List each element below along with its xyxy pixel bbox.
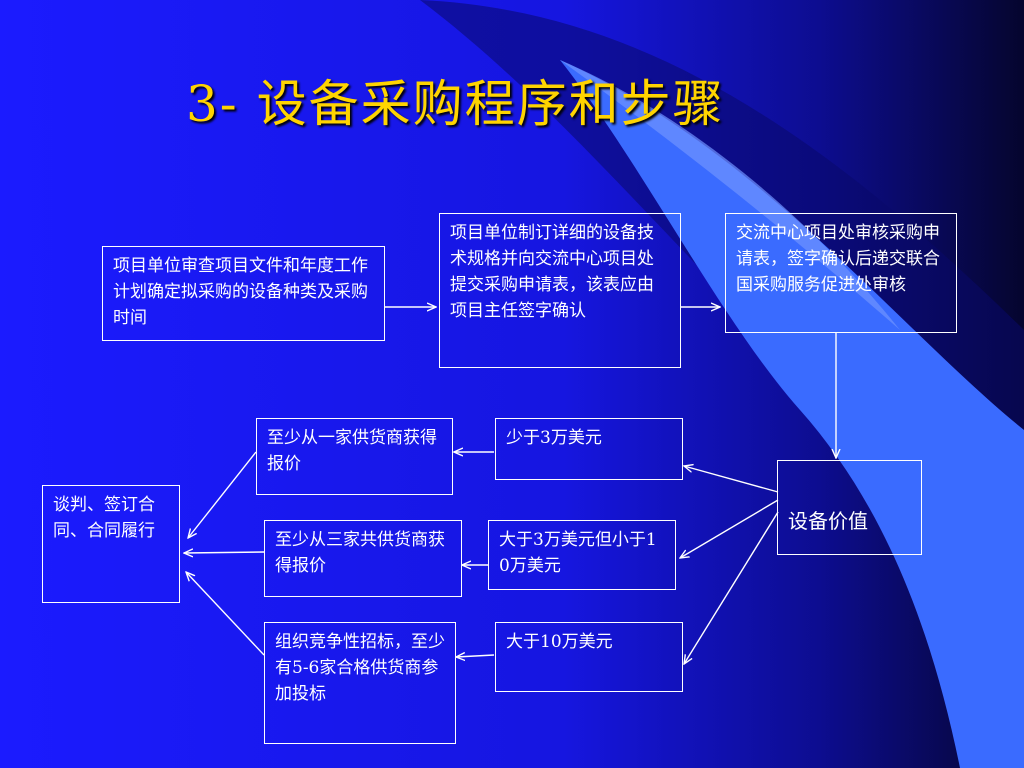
node-value-low: 少于3万美元 [495, 418, 683, 480]
swoosh-light-band [560, 60, 1024, 768]
node-quote-three-suppliers: 至少从三家共供货商获得报价 [264, 520, 462, 597]
node-competitive-tender: 组织竞争性招标，至少有5-6家合格供货商参加投标 [264, 622, 456, 744]
node-quote-one-supplier: 至少从一家供货商获得报价 [256, 418, 453, 495]
node-prepare-specs: 项目单位制订详细的设备技术规格并向交流中心项目处提交采购申请表，该表应由项目主任… [439, 213, 681, 368]
node-value-high: 大于10万美元 [495, 622, 683, 692]
slide-title: 3- 设备采购程序和步骤 [186, 75, 725, 133]
node-value-mid: 大于3万美元但小于10万美元 [488, 520, 676, 590]
node-center-review: 交流中心项目处审核采购申请表，签字确认后递交联合国采购服务促进处审核 [725, 213, 957, 333]
node-contract: 谈判、签订合同、合同履行 [42, 485, 180, 603]
node-equipment-value: 设备价值 [777, 460, 922, 555]
node-review-documents: 项目单位审查项目文件和年度工作计划确定拟采购的设备种类及采购时间 [102, 246, 385, 341]
